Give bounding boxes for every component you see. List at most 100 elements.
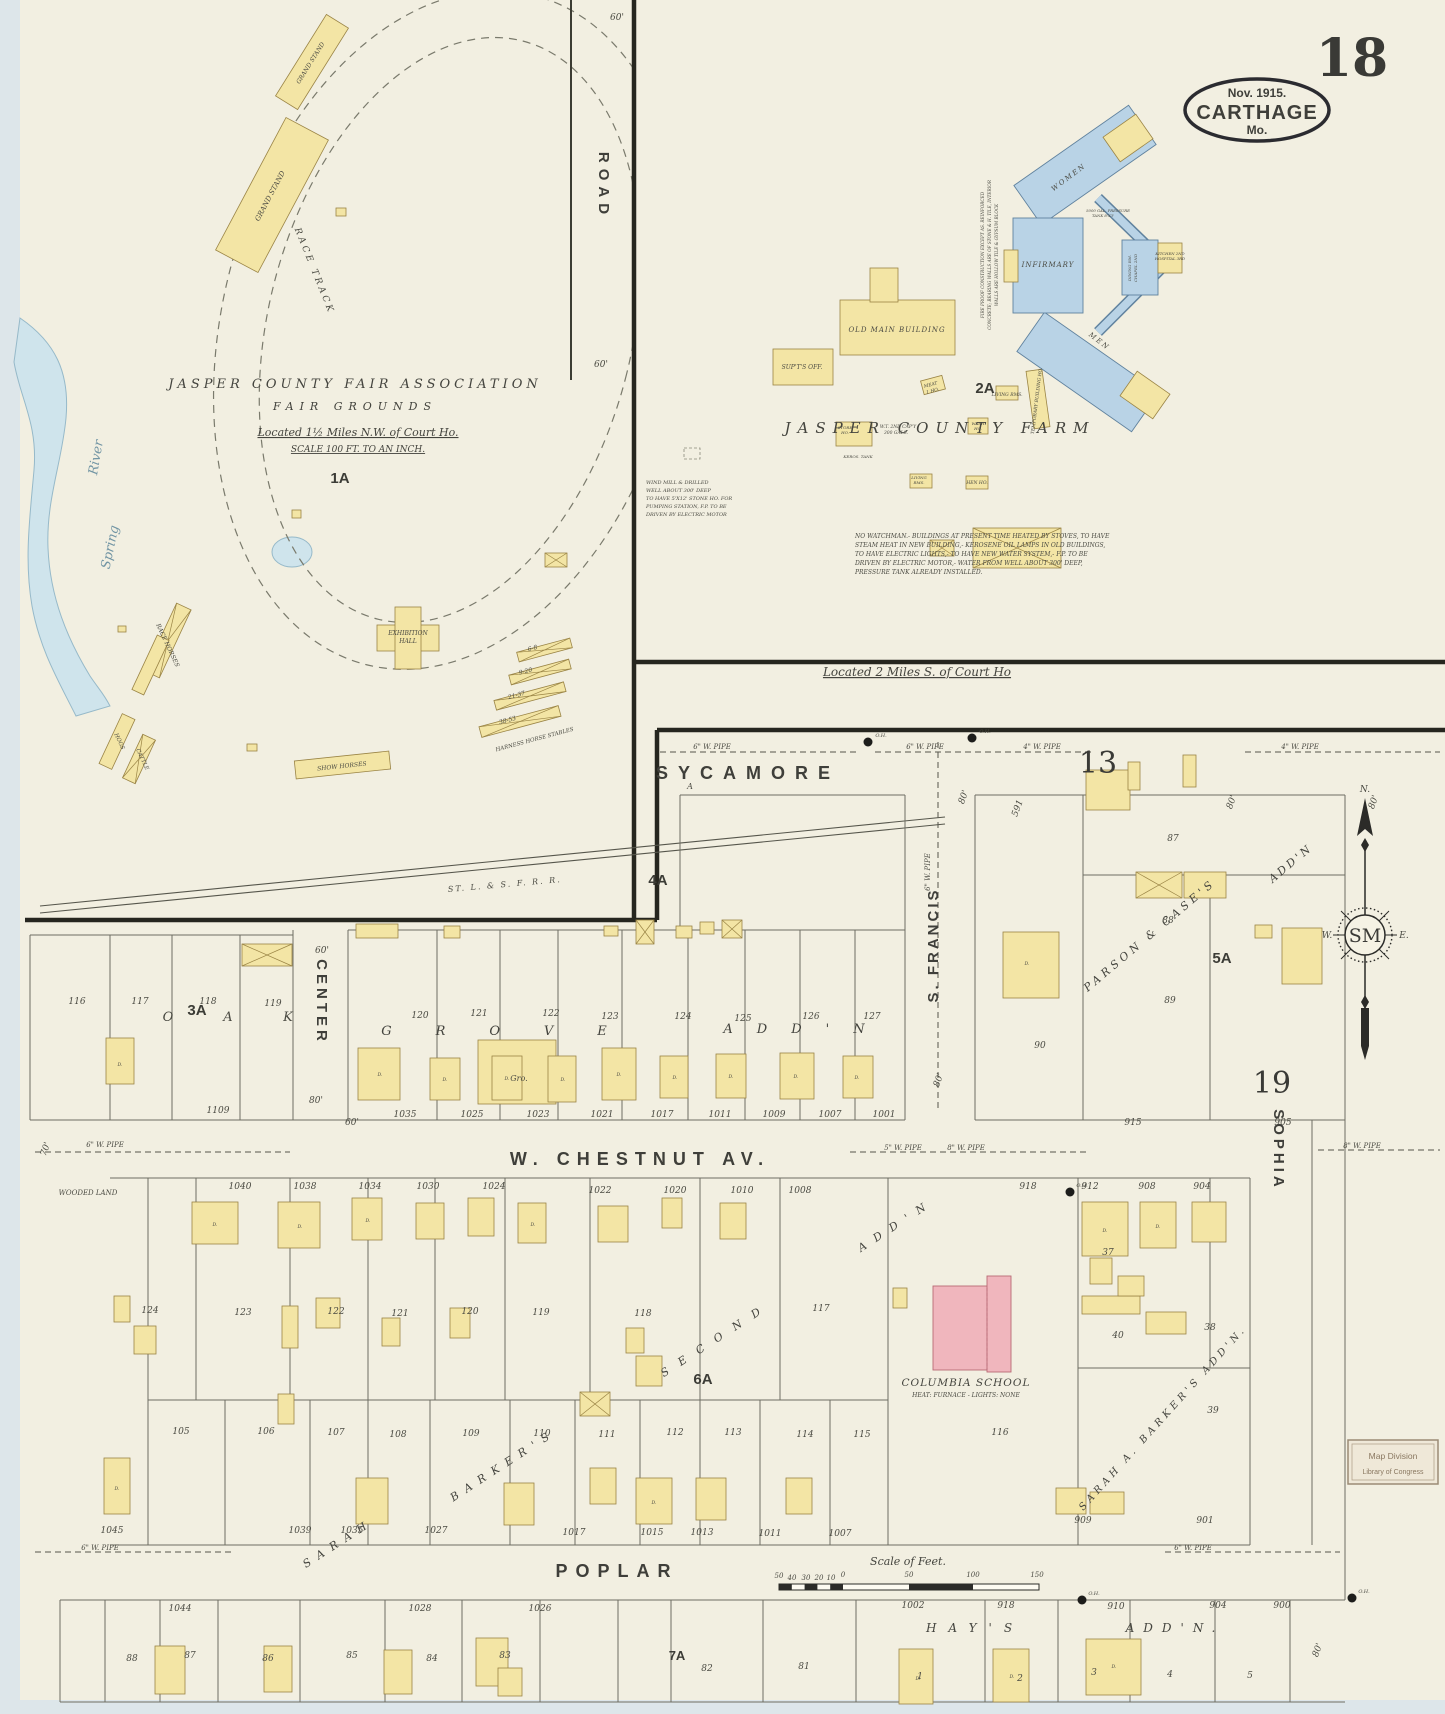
building: [154, 1645, 186, 1695]
block-1a: 1A: [330, 470, 349, 487]
stamp-city: CARTHAGE: [1196, 102, 1317, 124]
building: [1089, 1491, 1125, 1515]
scale-tick: 40: [787, 1574, 797, 1582]
lot-number: 1: [917, 1672, 923, 1682]
school-note: HEAT: FURNACE - LIGHTS: NONE: [911, 1392, 1020, 1399]
map-label: 60': [345, 1118, 359, 1128]
lot-number: 106: [257, 1427, 274, 1437]
house-number: 1017: [563, 1528, 586, 1538]
building: [351, 1197, 383, 1241]
dwelling-mark: D.: [616, 1072, 622, 1078]
building: [601, 1047, 637, 1101]
watchman-note: STEAM HEAT IN NEW BUILDING,- KEROSENE OI…: [855, 542, 1105, 549]
lot-number: 123: [601, 1012, 618, 1022]
building: [1183, 871, 1227, 899]
lot-number: 117: [131, 997, 148, 1007]
street-grid-lines: [29, 794, 1346, 1703]
street-francis: S. FRANCIS: [925, 887, 942, 1002]
building: [1135, 871, 1183, 899]
dwelling-mark: D.: [1024, 961, 1030, 967]
spring-river: [13, 317, 111, 717]
map-label: Gro.: [510, 1074, 527, 1083]
map-label: 6-8: [527, 644, 538, 653]
dwelling-mark: D.: [1102, 1228, 1108, 1234]
dwelling-mark: D.: [117, 1062, 123, 1068]
house-number: 1008: [789, 1186, 812, 1196]
building: [293, 750, 392, 780]
building: [1025, 368, 1051, 430]
building: [699, 921, 715, 935]
building: [429, 1057, 461, 1101]
building: [191, 1201, 239, 1245]
building: [443, 925, 461, 939]
building: [357, 1047, 401, 1101]
windmill-note: TO HAVE 5'X12' STONE HO. FOR: [646, 496, 732, 502]
scale-tick: 30: [802, 1574, 811, 1582]
lot-number: 110: [533, 1429, 550, 1439]
windmill-note: DRIVEN BY ELECTRIC MOTOR: [645, 512, 727, 518]
watchman-note: DRIVEN BY ELECTRIC MOTOR,- WATER FROM WE…: [854, 560, 1083, 567]
house-number: 1045: [101, 1526, 124, 1536]
building: [898, 1648, 934, 1705]
water-pipe-lines: [35, 742, 1440, 1553]
building: [965, 475, 989, 490]
hydrant-dot: [967, 733, 977, 743]
buildings-layer: [98, 13, 1323, 1705]
dwelling-mark: D.: [1155, 1224, 1161, 1230]
school-name: COLUMBIA SCHOOL: [902, 1377, 1031, 1389]
lot-number: 38: [1204, 1323, 1216, 1333]
oak-letter: K: [282, 1010, 294, 1025]
building: [291, 509, 302, 519]
block-19: 19: [1253, 1066, 1291, 1101]
building: [721, 919, 743, 939]
dwelling-mark: D.: [651, 1500, 657, 1506]
pipe-label: 6" W. PIPE: [81, 1544, 119, 1552]
house-number: 910: [1107, 1602, 1124, 1612]
pipe-label: 8" W. PIPE: [947, 1144, 985, 1152]
hydrant-label: O.H.: [1088, 1591, 1100, 1597]
lot-number: 88: [1162, 916, 1174, 926]
house-number: 1023: [527, 1110, 550, 1120]
pipe-label: 6" W. PIPE: [906, 743, 944, 751]
building: [516, 637, 573, 663]
house-number: 905: [1274, 1118, 1291, 1128]
map-label: 80': [1311, 1642, 1325, 1659]
building: [1002, 931, 1060, 999]
map-label: LIVING RMS.: [990, 392, 1023, 398]
building: [547, 1055, 577, 1103]
building: [508, 658, 572, 686]
building: [597, 1205, 629, 1243]
dwelling-mark: D.: [854, 1075, 860, 1081]
building: [785, 1477, 813, 1515]
lot-number: 111: [598, 1430, 615, 1440]
house-number: 1007: [829, 1529, 852, 1539]
house-number: 1017: [651, 1110, 674, 1120]
lot-number: 126: [802, 1012, 819, 1022]
house-number: 1002: [902, 1601, 925, 1611]
scale-tick: 100: [966, 1571, 980, 1579]
title-stamp-oval: Nov. 1915. CARTHAGE Mo.: [1183, 77, 1331, 143]
building: [544, 552, 568, 568]
map-label: HO.: [973, 426, 982, 431]
lot-number: 124: [674, 1012, 691, 1022]
compass-rose: SM N. W. E.: [1322, 785, 1409, 1060]
building: [467, 1197, 495, 1237]
hydrant-label: O.H.: [875, 733, 887, 739]
map-label: WALLS ARE HOLLOW TILE & GYPSUM BLOCK: [994, 203, 999, 306]
lot-number: 109: [462, 1429, 479, 1439]
addition-hays-addn: ADD'N.: [1125, 1621, 1225, 1635]
building: [478, 705, 562, 738]
building: [695, 1477, 727, 1521]
map-label: 5000 GAL. PRESSURE: [1086, 208, 1130, 213]
map-label: TANK 8'X3': [1092, 213, 1114, 218]
house-number: 1038: [294, 1182, 317, 1192]
block-5a: 5A: [1212, 950, 1231, 967]
library-stamp-line1: Map Division: [1369, 1451, 1418, 1461]
street-sophia: SOPHIA: [1270, 1109, 1287, 1191]
building: [920, 374, 946, 396]
oak-letter: A: [222, 1010, 232, 1025]
fairgrounds-located-note: Located 1½ Miles N.W. of Court Ho.: [256, 426, 458, 439]
lot-number: 112: [666, 1428, 683, 1438]
map-label: FIRE PROOF CONSTRUCTION EXCEPT AS. REINF…: [980, 191, 985, 319]
